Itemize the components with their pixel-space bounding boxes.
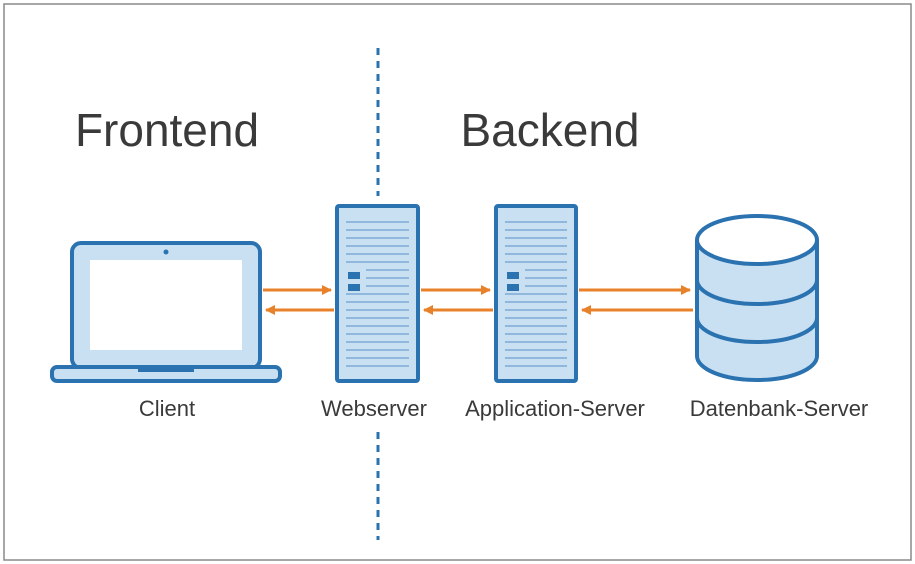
laptop-icon [50,241,282,383]
backend-heading: Backend [460,104,639,156]
server-tower-icon [494,204,578,383]
application-server-label: Application-Server [465,396,645,421]
server-tower-icon [335,204,420,383]
database-icon [695,214,819,382]
request-response-arrows [263,285,693,315]
client-label: Client [139,396,195,421]
frontend-heading: Frontend [75,104,259,156]
database-server-label: Datenbank-Server [690,396,869,421]
webserver-label: Webserver [321,396,427,421]
